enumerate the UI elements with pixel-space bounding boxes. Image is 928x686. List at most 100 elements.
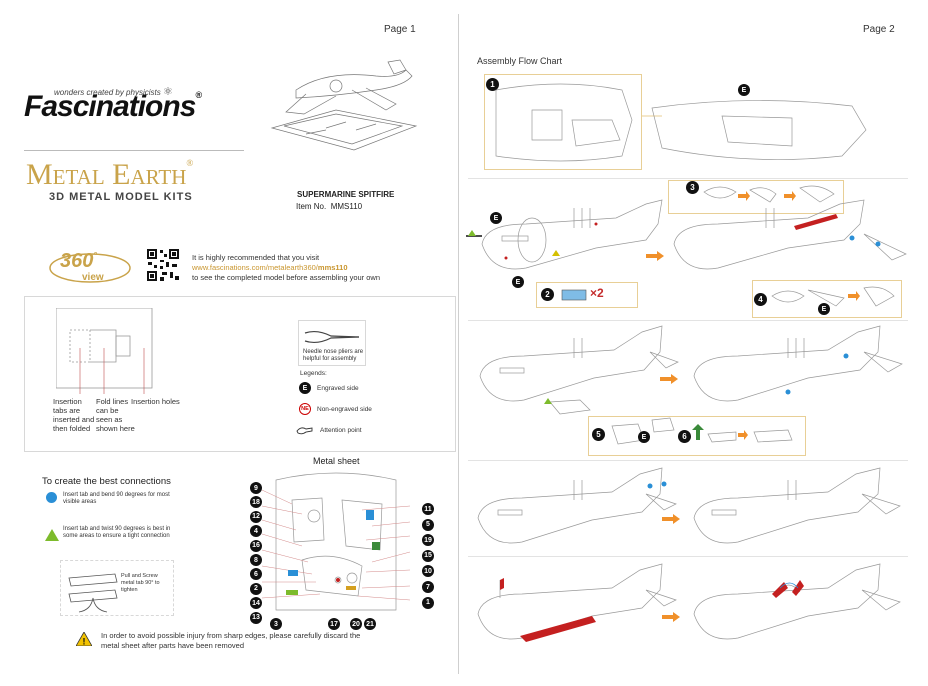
step-5-result (693, 325, 903, 402)
brand-text: Fascinations (24, 90, 196, 123)
svg-text:!: ! (83, 637, 86, 647)
view-360-text: It is highly recommended that you visit … (192, 253, 452, 283)
flow-arrow-2 (660, 374, 678, 384)
view-360-badge: 360° view (48, 248, 132, 288)
atom-icon: ⚛ (162, 86, 173, 98)
part-number-14: 14 (250, 597, 262, 610)
green-triangle-note: Insert tab and twist 90 degrees is best … (63, 526, 171, 539)
step-4-frame (752, 280, 902, 318)
part-number-16: 16 (250, 539, 262, 552)
page-divider (458, 14, 459, 674)
tagline-text: wonders created by physicists (54, 88, 161, 97)
step-2-engraved-badge-bottom: E (512, 276, 524, 288)
attention-label: Attention point (320, 426, 362, 434)
step-2-part-icon (561, 289, 587, 301)
legend-engraved: E Engraved side (299, 382, 359, 394)
step-5-fuselage (479, 325, 679, 402)
part-number-1: 1 (422, 596, 434, 609)
step-8-result (693, 563, 901, 640)
step-8-fuselage (477, 563, 677, 642)
metal-earth-text: Metal Earth (26, 158, 187, 191)
step-2-frame (536, 282, 638, 308)
model-name: SUPERMARINE SPITFIRE (297, 190, 395, 199)
part-number-2: 2 (250, 582, 262, 595)
metal-earth-reg-mark: ® (186, 158, 194, 168)
part-number-8: 8 (250, 554, 262, 566)
page-1-label: Page 1 (384, 24, 416, 35)
step-5-engraved-badge: E (638, 431, 650, 443)
insertion-holes-note: Insertion holes (131, 397, 180, 406)
swoosh-icon (49, 253, 131, 283)
view-label: view (82, 272, 104, 283)
part-number-15: 15 (422, 549, 434, 562)
step-1-part (495, 83, 633, 162)
blue-dot-note: Insert tab and bend 90 degrees for most … (63, 492, 170, 505)
step-2-result (673, 199, 907, 270)
step-3-badge: 3 (686, 181, 699, 194)
flow-arrow-4 (662, 612, 680, 622)
row-separator-2 (468, 320, 908, 321)
view-link[interactable]: www.fascinations.com/metalearth360/mms11… (192, 263, 452, 273)
engraved-label: Engraved side (317, 384, 359, 392)
model-preview-image (270, 59, 418, 151)
row-separator-1 (468, 178, 908, 179)
view-line-1: It is highly recommended that you visit (192, 253, 320, 262)
twist-diagram-box: Pull and Screw metal tab 90° to tighten (60, 560, 174, 616)
step-4-parts (771, 286, 895, 307)
part-number-12: 12 (250, 510, 262, 523)
step-1-result (642, 100, 867, 160)
qr-code-icon (146, 248, 180, 282)
brand-reg-mark: ® (195, 90, 202, 100)
part-number-4: 4 (250, 525, 262, 538)
metal-sheet-diagram (262, 472, 410, 611)
view-link-url[interactable]: www.fascinations.com/metalearth360/ (192, 263, 318, 272)
step-3-parts (703, 185, 835, 203)
brand-tagline: wonders created by physicists ⚛ (54, 85, 173, 98)
connections-title: To create the best connections (42, 476, 171, 487)
attention-hand-icon (296, 427, 313, 435)
part-number-3: 3 (270, 618, 282, 630)
step-2-fuselage (466, 199, 663, 270)
view-360-number: 360° (60, 250, 97, 273)
part-number-7: 7 (422, 581, 434, 593)
part-number-17: 17 (328, 618, 340, 630)
pliers-icon (304, 330, 360, 344)
item-label: Item No. (296, 202, 327, 211)
part-number-21: 21 (364, 618, 376, 630)
step-2-engraved-badge-top: E (490, 212, 502, 224)
fascinations-logo: Fascinations® (24, 90, 202, 124)
part-number-13: 13 (250, 611, 262, 624)
pliers-box: Needle nose pliers are helpful for assem… (298, 320, 366, 366)
insertion-tabs-note: Insertion tabs are inserted and then fol… (53, 397, 95, 433)
instructions-box (24, 296, 456, 452)
step-1-badge: 1 (486, 78, 499, 91)
metal-sheet-title: Metal sheet (313, 456, 360, 466)
flow-chart-title: Assembly Flow Chart (477, 56, 563, 66)
engraved-icon: E (299, 382, 311, 394)
step-4-badge: 4 (754, 293, 767, 306)
row-separator-4 (468, 556, 908, 557)
part-number-20: 20 (350, 618, 362, 630)
part-number-19: 19 (422, 534, 434, 547)
metal-earth-logo: Metal Earth® (26, 158, 193, 192)
green-triangle-icon (45, 529, 59, 541)
fold-lines-note: Fold lines can be seen as shown here (96, 397, 135, 433)
item-number: Item No. MMS110 (296, 202, 362, 211)
part-number-5: 5 (422, 518, 434, 531)
degree-mark: ° (93, 250, 97, 260)
view-line-3: to see the completed model before assemb… (192, 273, 381, 282)
view-link-code[interactable]: mms110 (317, 263, 348, 272)
step-2-badge: 2 (541, 288, 554, 301)
step-7-fuselage (477, 467, 677, 544)
part-number-9: 9 (250, 482, 262, 494)
warning-icon: ! (76, 632, 92, 646)
flow-arrow-1 (646, 251, 664, 261)
step-1-engraved-badge: E (738, 84, 750, 96)
header-divider (24, 150, 244, 151)
blue-dot-icon (46, 492, 57, 503)
step-5-frame (588, 416, 806, 456)
kits-subtitle: 3D METAL MODEL KITS (49, 191, 193, 203)
non-engraved-label: Non-engraved side (317, 405, 372, 413)
part-number-6: 6 (250, 568, 262, 581)
